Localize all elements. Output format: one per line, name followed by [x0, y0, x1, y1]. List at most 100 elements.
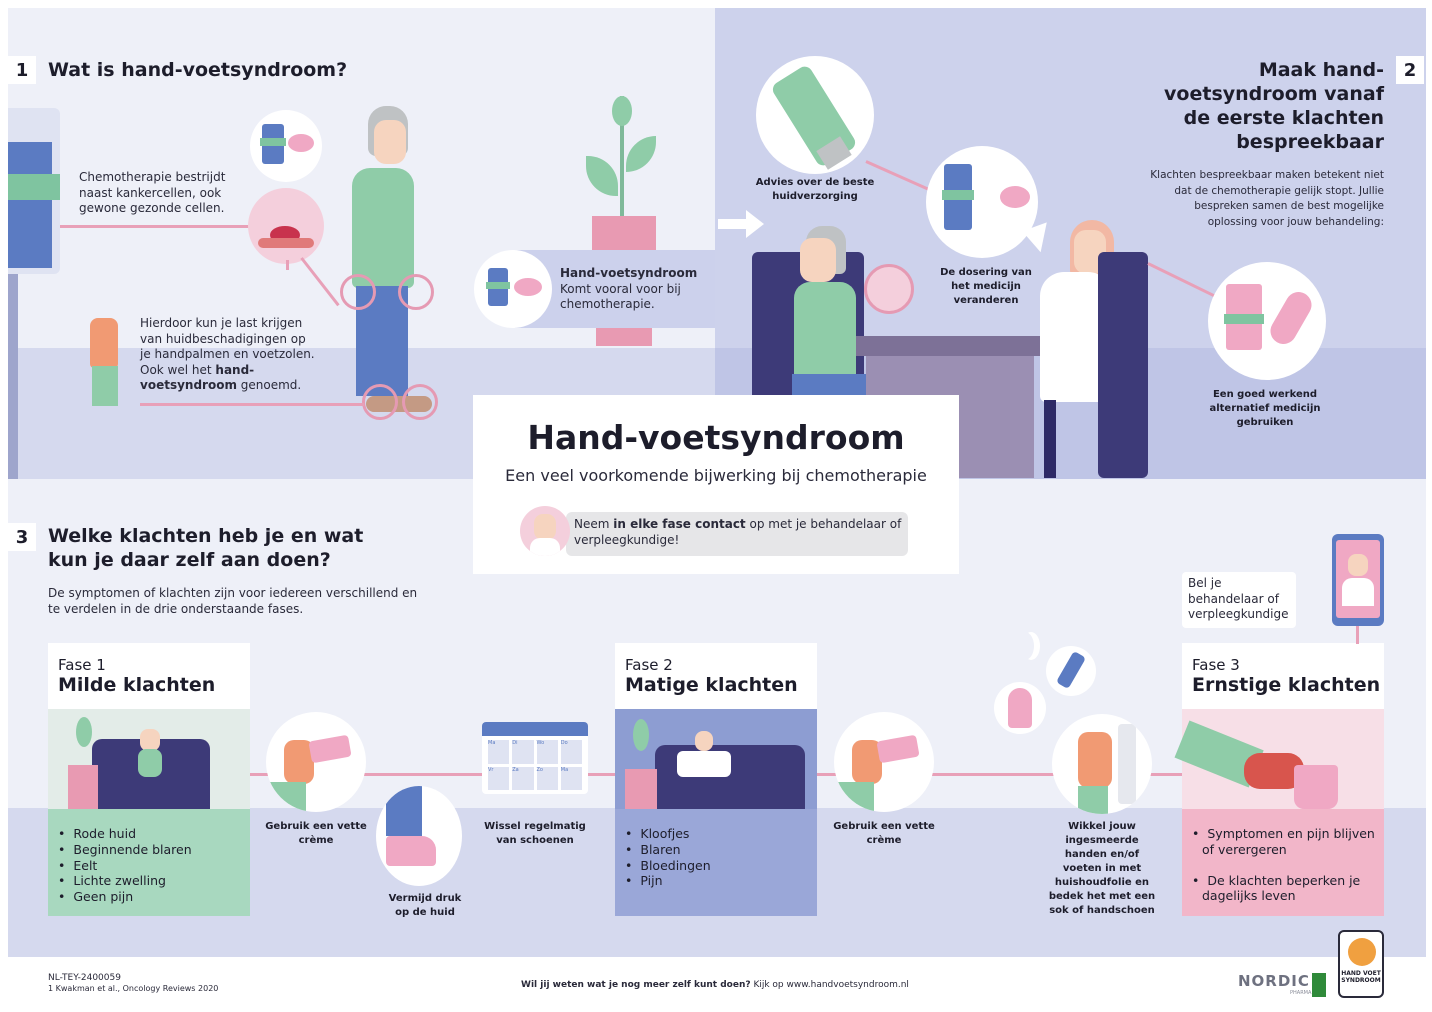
phase-2-symptoms: Kloofjes Blaren Bloedingen Pijn [625, 826, 711, 889]
desk-top [856, 336, 1048, 356]
phase-1-header [48, 643, 250, 709]
section-2-title: Maak hand-voetsyndroom vanaf de eerste k… [1164, 59, 1384, 153]
foot-ring-left [362, 384, 398, 420]
call-bubble [1182, 572, 1296, 628]
nurse-avatar [520, 506, 570, 556]
cells-circle [248, 188, 324, 264]
hfs-info-text: Hand-voetsyndroom Komt vooral voor bij c… [560, 266, 710, 313]
calendar-day: Do [560, 740, 582, 764]
section-3-number: 3 [8, 523, 36, 551]
phone-illustration [1332, 534, 1384, 626]
main-title: Hand-voetsyndroom [527, 418, 905, 457]
tip-cream-1: Gebruik een vette crème [265, 821, 367, 846]
iv-bag-illustration [8, 108, 60, 274]
section-3-text: De symptomen of klachten zijn voor ieder… [48, 586, 418, 616]
tip-pressure: Vermijd druk op de huid [388, 893, 462, 918]
symptom: Symptomen en pijn blijven of verergeren [1192, 826, 1376, 858]
phase-1-symptoms: Rode huid Beginnende blaren Eelt Lichte … [58, 826, 192, 905]
nordic-logo-mark [1312, 973, 1326, 997]
nordic-logo-sub: PHARMA [1290, 990, 1312, 996]
symptom: Rode huid [58, 826, 192, 842]
calendar-day: Za [512, 766, 534, 790]
caption-skin: Advies over de beste huidverzorging [755, 177, 875, 202]
patient-body [794, 282, 856, 378]
contact-box [566, 512, 908, 556]
cream-tip-circle-1 [266, 712, 366, 812]
hand-ring-left [340, 274, 376, 310]
symptom: Pijn [625, 873, 711, 889]
hfs-info-body: Komt vooral voor bij chemotherapie. [560, 281, 681, 312]
phase-2-label: Fase 2 [625, 656, 673, 674]
section-2-number: 2 [1396, 56, 1424, 84]
phase-2-title: Matige klachten [625, 674, 798, 696]
tip-wrap: Wikkel jouw ingesmeerde handen en/of voe… [1048, 821, 1156, 916]
phase-3-label: Fase 3 [1192, 656, 1240, 674]
main-subtitle: Een veel voorkomende bijwerking bij chem… [505, 466, 927, 485]
phase-1-illustration [48, 709, 250, 809]
calendar-day: Ma [560, 766, 582, 790]
nurse-chair [1098, 252, 1148, 478]
website-link[interactable]: Kijk op www.handvoetsyndroom.nl [750, 980, 909, 990]
section-1-number: 1 [8, 56, 36, 84]
contact-text: Neem in elke fase contact op met je beha… [574, 517, 902, 547]
patient-head [796, 226, 856, 286]
phase-2-illustration [615, 709, 817, 809]
symptom: Lichte zwelling [58, 873, 192, 889]
damage-text: Hierdoor kun je last krijgen van huidbes… [140, 316, 315, 392]
hand-ring-right [398, 274, 434, 310]
arrow-right-icon [718, 210, 764, 238]
calendar-illustration: Ma Di Wo Do Vr Za Zo Ma [482, 722, 588, 794]
phase-1-label: Fase 1 [58, 656, 106, 674]
cream-tube-circle [756, 56, 874, 174]
symptom: Blaren [625, 842, 711, 858]
footer-code: NL-TEY-2400059 [48, 973, 121, 983]
section-1-title: Wat is hand-voetsyndroom? [48, 59, 348, 81]
symptom: Geen pijn [58, 889, 192, 905]
calendar-day: Vr [488, 766, 510, 790]
phase-2-header [615, 643, 817, 709]
symptom: Beginnende blaren [58, 842, 191, 858]
dropper-circle [1046, 646, 1096, 696]
phase-3-symptoms: Symptomen en pijn blijven of verergeren … [1192, 826, 1376, 904]
alternative-medicine-circle [1208, 262, 1326, 380]
phase-3-header [1182, 643, 1384, 709]
footer-cta: Wil jij weten wat je nog meer zelf kunt … [521, 980, 909, 990]
nurse-chair-leg [1044, 400, 1056, 478]
hfs-info-title: Hand-voetsyndroom [560, 266, 698, 280]
chemo-text: Chemotherapie bestrijdt naast kankercell… [79, 170, 226, 215]
phase-3-illustration [1174, 709, 1384, 809]
pressure-tip-circle [376, 786, 462, 886]
footer-reference: 1 Kwakman et al., Oncology Reviews 2020 [48, 984, 219, 993]
cream-tip-circle-2 [834, 712, 934, 812]
hand-icon [88, 318, 122, 406]
symptom: De klachten beperken je dagelijks leven [1192, 873, 1376, 905]
tip-shoes: Wissel regelmatig van schoenen [484, 821, 586, 846]
moon-icon [1016, 632, 1034, 660]
symptom: Eelt [58, 858, 192, 874]
section-3-title: Welke klachten heb je en wat kun je daar… [48, 525, 364, 571]
phase-1-title: Milde klachten [58, 674, 216, 696]
phase-3-title: Ernstige klachten [1192, 674, 1381, 696]
wrap-tip-circle [1052, 714, 1152, 814]
calendar-day: Wo [536, 740, 558, 764]
calendar-day: Zo [536, 766, 558, 790]
iv-pole [8, 274, 18, 479]
patient-hands-ring [864, 264, 914, 314]
foot-ring-right [402, 384, 438, 420]
caption-alternative: Een goed werkend alternatief medicijn ge… [1209, 389, 1321, 428]
iv-pill-circle-2 [474, 250, 552, 328]
iv-pill-circle [250, 110, 322, 182]
man-illustration [346, 106, 438, 416]
symptom: Kloofjes [625, 826, 711, 842]
hfs-logo-text: HAND VOET SYNDROOM [1341, 970, 1381, 984]
hfs-logo: HAND VOET SYNDROOM [1338, 930, 1384, 998]
nordic-logo: NORDIC [1238, 972, 1310, 990]
caption-dose: De dosering van het medicijn veranderen [940, 267, 1032, 306]
symptom: Bloedingen [625, 858, 710, 874]
tip-call: Bel je behandelaar of verpleegkundige [1188, 576, 1289, 621]
calendar-day: Di [512, 740, 534, 764]
mitten-circle [994, 682, 1046, 734]
tip-cream-2: Gebruik een vette crème [833, 821, 935, 846]
section-2-text: Klachten bespreekbaar maken betekent nie… [1150, 169, 1384, 228]
dosage-circle [926, 146, 1038, 258]
